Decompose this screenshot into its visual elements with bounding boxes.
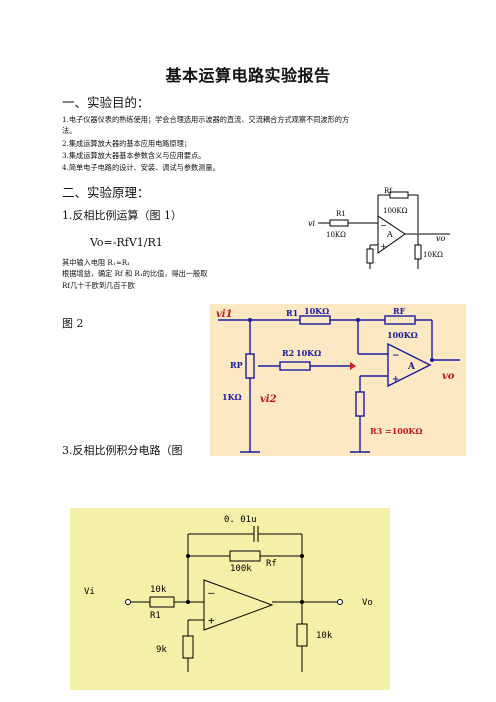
fig2-amp: A — [407, 362, 416, 372]
figure-2-difference-amp: vi1 R1 10KΩ RF 100KΩ R2 10KΩ RP 1KΩ vi2 … — [210, 304, 466, 456]
fig2-plus: + — [392, 375, 400, 385]
fig2-vo: vo — [442, 371, 455, 382]
objective-4: 4.简单电子电路的设计、安装、调试与参数测量。 — [62, 163, 220, 172]
fig2-rp-value: 1KΩ — [222, 392, 242, 402]
fig2-r2-value: 10KΩ — [296, 348, 321, 358]
formula: Vo=-RfV1/R1 — [90, 236, 163, 249]
objective-1-cont: 法。 — [62, 126, 77, 135]
fig3-vi: Vi — [84, 587, 95, 597]
fig1-rf-value: 100KΩ — [383, 207, 408, 215]
fig2-rf: RF — [393, 306, 406, 316]
fig1-vi-label: vi — [308, 219, 316, 228]
item3-heading: 3.反相比例积分电路（图 — [62, 444, 183, 457]
fig2-label: 图 2 — [62, 317, 84, 330]
objective-2: 2.集成运算放大器的基本应用电路原理； — [62, 139, 192, 148]
fig2-r1-value: 10KΩ — [304, 306, 329, 316]
fig3-rf-label: Rf — [266, 559, 277, 569]
fig1-load-value: 10KΩ — [423, 251, 443, 259]
fig1-plus: + — [380, 242, 387, 251]
fig2-r3: R3 =100KΩ — [370, 426, 422, 436]
fig2-vi2: vi2 — [260, 394, 277, 405]
page-title: 基本运算电路实验报告 — [165, 66, 331, 85]
figure-3-integrator: 0. 01u 100k Rf 10k R1 Vi Vo 9k 10k — + — [70, 508, 390, 690]
objective-1: 1.电子仪器仪表的熟练使用；学会合理选用示波器的直流、交流耦合方式观察不同波形的… — [62, 115, 350, 124]
fig1-amp-label: A — [386, 230, 393, 239]
fig3-r1-label: R1 — [150, 611, 161, 621]
fig3-cap: 0. 01u — [224, 515, 257, 525]
fig3-rf-value: 100k — [230, 564, 252, 574]
fig2-rp: RP — [230, 360, 243, 370]
fig1-rf-label: Rf — [384, 187, 393, 195]
fig1-minus: − — [380, 221, 387, 230]
note-3: Rf几十千欧到几百千欧 — [62, 281, 135, 290]
fig2-minus: − — [392, 351, 400, 361]
fig3-minus: — — [208, 586, 215, 599]
section-heading-principle: 二、实验原理： — [62, 185, 150, 200]
note-1: 其中输入电阻 R₁≈R₁ — [62, 258, 131, 267]
fig1-vo-label: vo — [436, 234, 446, 243]
note-2: 根据增益，确定 Rf 和 R₁的比值，得出一般取 — [62, 269, 208, 278]
item1-heading: 1.反相比例运算（图 1） — [62, 209, 182, 222]
fig3-r1-value: 10k — [150, 585, 167, 595]
fig1-r1-value: 10KΩ — [326, 231, 346, 239]
figure-1-inverting-amp: Rf 100KΩ R1 10KΩ vi vo A − + 10KΩ — [300, 183, 450, 275]
fig2-r2: R2 — [282, 348, 294, 358]
objective-3: 3.集成运算放大器基本参数含义与应用要点。 — [62, 151, 206, 160]
fig2-r1: R1 — [286, 308, 298, 318]
fig3-plus: + — [208, 614, 215, 627]
fig3-r-load: 10k — [316, 631, 333, 641]
fig1-r1-label: R1 — [336, 210, 346, 218]
fig3-vo: Vo — [362, 598, 373, 608]
section-heading-objectives: 一、实验目的： — [62, 95, 150, 110]
fig3-r-bottom: 9k — [156, 645, 167, 655]
fig2-rf-value: 100KΩ — [387, 330, 418, 340]
fig2-vi1: vi1 — [216, 309, 233, 320]
